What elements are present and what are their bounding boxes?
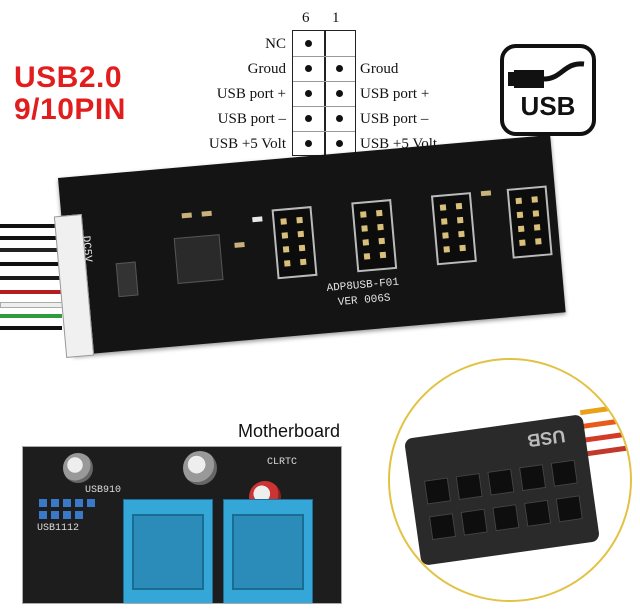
regulator-chip bbox=[115, 261, 139, 298]
usb-hub-pcb: ADP8USB-F01 VER 006S DC5V bbox=[58, 134, 566, 356]
title-line-2: 9/10PIN bbox=[14, 93, 126, 126]
pin-dot bbox=[305, 90, 312, 97]
pin-label-left-usb-plus: USB port + bbox=[216, 86, 286, 102]
smd-component bbox=[181, 212, 192, 219]
motherboard-photo: USB910 USB1112 CLRTC bbox=[22, 446, 342, 604]
capacitor bbox=[183, 451, 217, 485]
usb-badge: USB bbox=[500, 44, 596, 136]
connector-zoom-view: USB bbox=[388, 358, 632, 602]
pin-header-diagram bbox=[292, 30, 356, 156]
pin-dot bbox=[336, 140, 343, 147]
pin-label-left-5v: USB +5 Volt bbox=[208, 136, 286, 152]
silk-usb910: USB910 bbox=[85, 485, 122, 496]
pin-label-left-ground: Groud bbox=[247, 61, 286, 77]
usb-plug-label: USB bbox=[526, 425, 567, 451]
cable-bundle bbox=[0, 220, 70, 350]
pin-dot bbox=[305, 65, 312, 72]
pin-dot bbox=[305, 40, 312, 47]
usb-badge-label: USB bbox=[520, 91, 576, 121]
capacitor bbox=[63, 453, 93, 483]
pin-label-left-usb-minus: USB port – bbox=[217, 111, 286, 127]
title-line-1: USB2.0 bbox=[14, 61, 123, 94]
pin-number-6: 6 bbox=[302, 10, 310, 26]
pin-dot bbox=[305, 140, 312, 147]
usb-header-4 bbox=[506, 185, 553, 259]
pin-dot bbox=[336, 65, 343, 72]
usb-plug-icon bbox=[508, 61, 585, 88]
silk-clrtc: CLRTC bbox=[267, 457, 298, 468]
smd-component bbox=[201, 210, 212, 217]
smd-component bbox=[234, 242, 245, 248]
usb-header-3 bbox=[430, 192, 477, 266]
smd-component bbox=[480, 190, 492, 197]
usb-header-2 bbox=[351, 199, 398, 273]
smd-component bbox=[252, 216, 263, 223]
pin-label-right-usb-minus: USB port – bbox=[360, 111, 429, 127]
motherboard-caption: Motherboard bbox=[238, 421, 341, 441]
pin-dot bbox=[336, 90, 343, 97]
pcb-version-label: VER 006S bbox=[337, 292, 392, 310]
pin-label-right-ground: Groud bbox=[360, 61, 399, 77]
pin-dot bbox=[305, 115, 312, 122]
pin-number-1: 1 bbox=[332, 10, 340, 26]
pin-label-right-usb-plus: USB port + bbox=[360, 86, 430, 102]
pin-dot bbox=[336, 115, 343, 122]
controller-chip bbox=[173, 234, 224, 284]
usb-plug-connector: USB bbox=[403, 414, 601, 566]
pin-label-nc: NC bbox=[265, 36, 286, 52]
usb-header-slot-1 bbox=[123, 499, 213, 603]
usb-header-slot-2 bbox=[223, 499, 313, 603]
usb-header-1 bbox=[271, 206, 318, 280]
silk-usb1112: USB1112 bbox=[37, 523, 80, 534]
